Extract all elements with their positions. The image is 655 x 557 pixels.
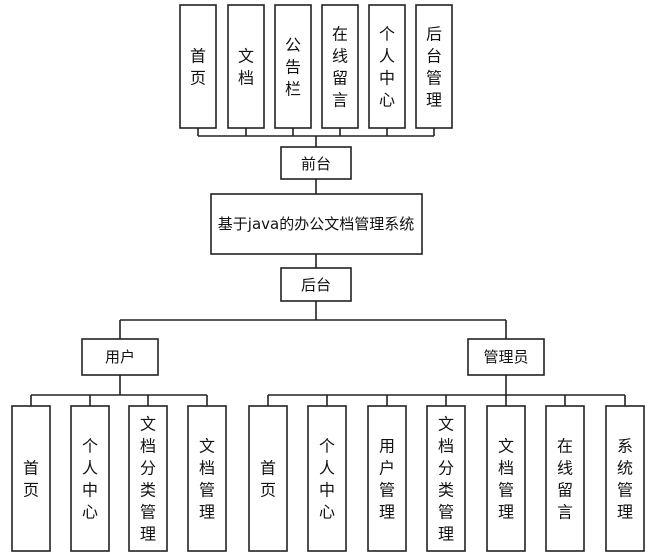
user-module-doc-category: 文档分类管理 (140, 415, 156, 544)
user-module-personal-center: 个人中心 (82, 437, 98, 522)
user-module-doc-management: 文档管理 (199, 437, 215, 522)
admin-role-label: 管理员 (483, 348, 528, 366)
front-module-messages: 在线留言 (332, 25, 348, 110)
system-title-node (210, 193, 423, 255)
front-module-documents: 文档 (238, 47, 254, 88)
user-role-node (81, 338, 159, 376)
front-module-row: 首页 文档 公告栏 在线留言 个人中心 后台管理 (179, 4, 453, 129)
user-role-label: 用户 (105, 348, 135, 366)
admin-module-messages: 在线留言 (557, 437, 573, 522)
front-module-bulletin: 公告栏 (285, 36, 301, 99)
front-module-home: 首页 (190, 47, 206, 88)
admin-module-doc-management: 文档管理 (498, 437, 514, 522)
admin-module-user-management: 用户管理 (379, 437, 395, 522)
front-module-admin: 后台管理 (426, 25, 442, 110)
connectors (30, 128, 626, 406)
back-node (280, 267, 352, 302)
front-module-personal-center: 个人中心 (379, 25, 395, 110)
admin-role-node (467, 338, 545, 376)
front-label: 前台 (301, 155, 331, 173)
front-node (280, 146, 352, 180)
admin-module-doc-category: 文档分类管理 (438, 415, 454, 544)
admin-module-home: 首页 (260, 459, 276, 500)
back-label: 后台 (301, 276, 331, 294)
user-module-row: 首页 个人中心 文档分类管理 文档管理 (11, 405, 227, 552)
system-title: 基于java的办公文档管理系统 (218, 215, 414, 233)
admin-module-system-management: 系统管理 (617, 437, 633, 522)
user-module-home: 首页 (23, 459, 39, 500)
admin-module-personal-center: 个人中心 (319, 437, 335, 522)
admin-module-row: 首页 个人中心 用户管理 文档分类管理 文档管理 在线留言 系统管理 (248, 405, 645, 552)
